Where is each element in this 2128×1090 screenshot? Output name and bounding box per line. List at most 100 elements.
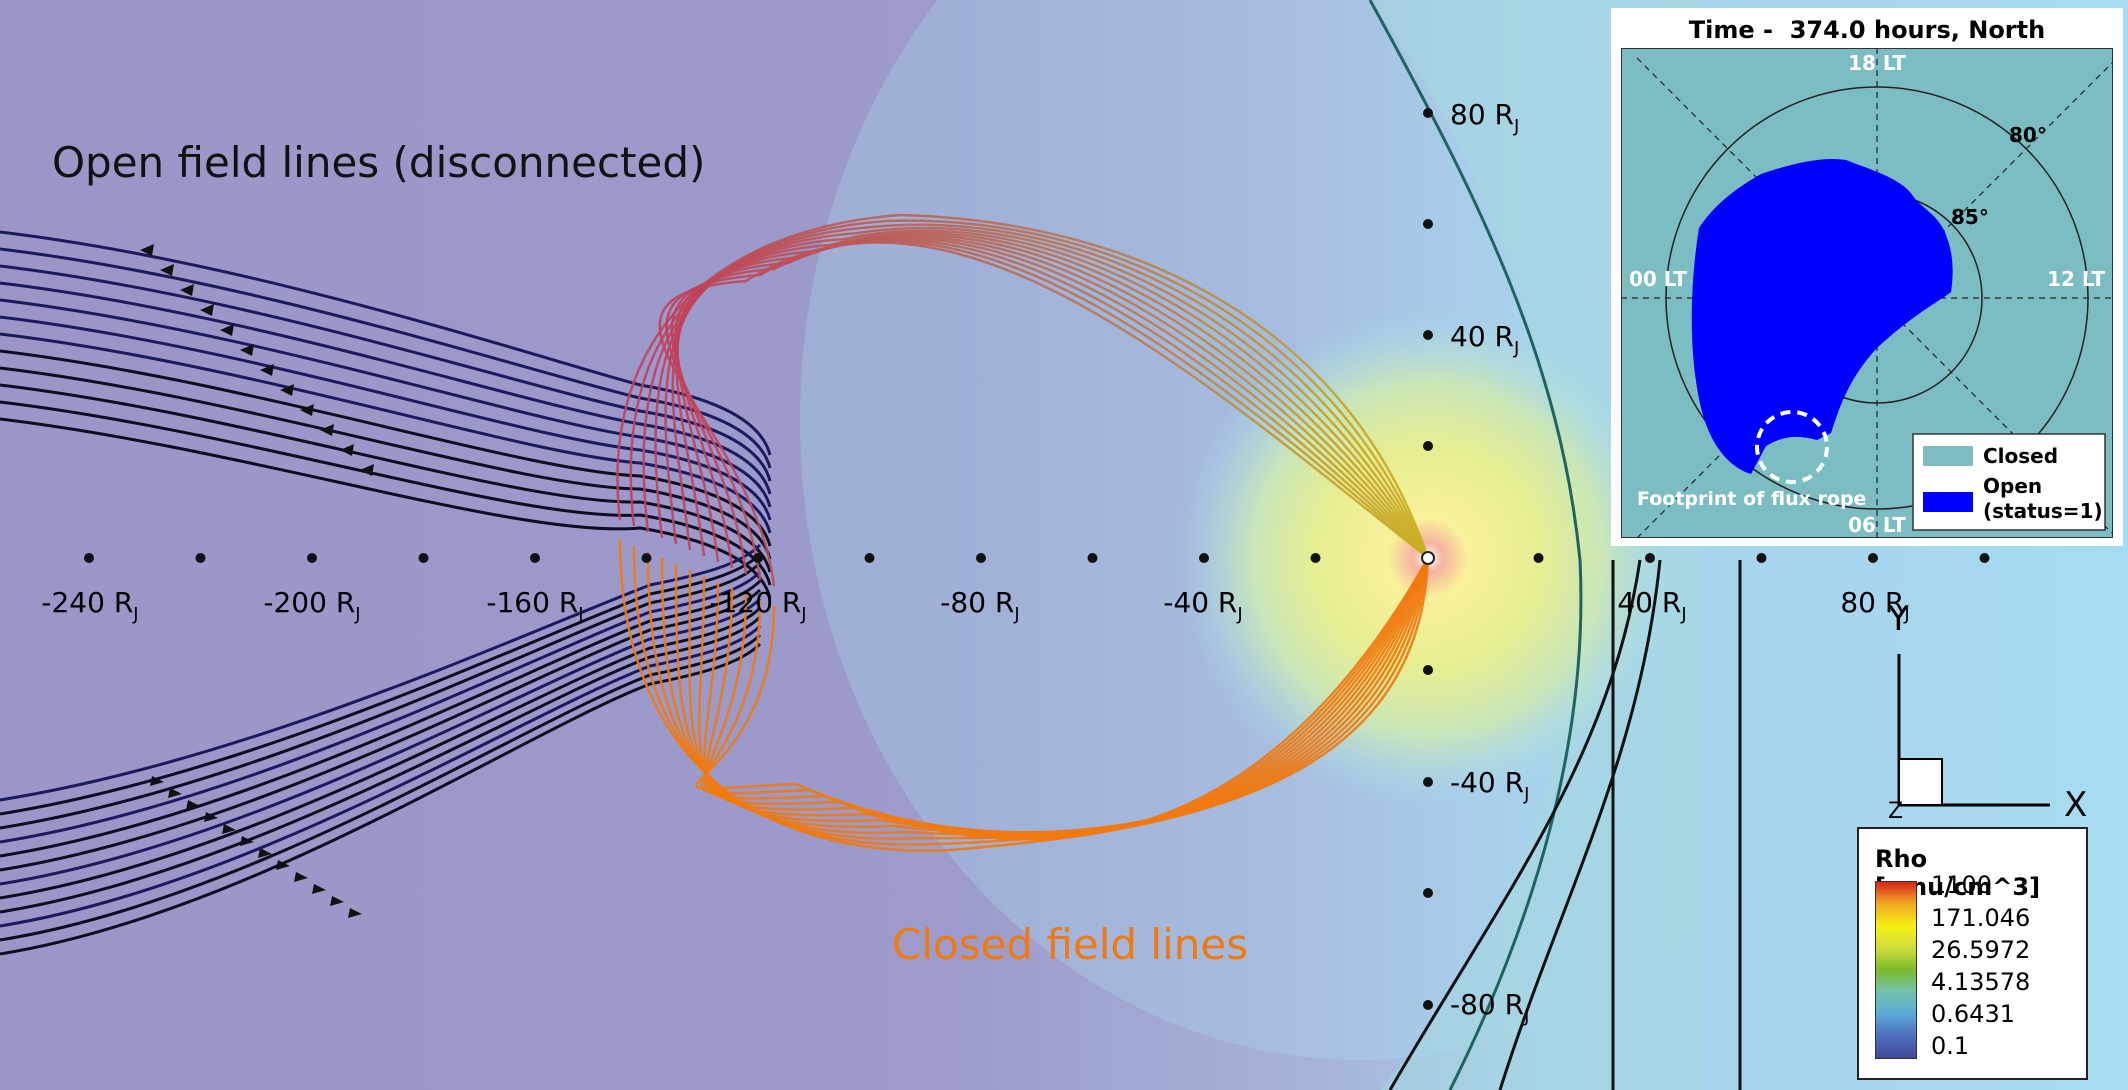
flux-rope-footprint-circle: [1755, 410, 1829, 484]
x-axis-dot: [1533, 553, 1544, 563]
closed-field-line-upper: [671, 231, 1430, 559]
open-field-line-lower: [0, 633, 762, 942]
x-axis-dot: [1756, 553, 1767, 563]
colorbar-gradient: [1875, 881, 1917, 1059]
axis-subscript: J: [132, 604, 138, 625]
open-field-line-lower: [0, 561, 762, 830]
closed-field-line-upper: [629, 219, 1430, 559]
lat-label-80: 80°: [2009, 123, 2047, 147]
open-field-line-lower: [0, 552, 762, 816]
field-direction-arrow: [160, 264, 174, 276]
inset-title: Time - 374.0 hours, North: [1688, 16, 2046, 44]
axis-subscript: J: [1523, 784, 1529, 805]
solar-wind-field-line: [1498, 559, 1662, 1090]
coordinate-triad: Y X Z: [1887, 599, 2087, 825]
lt-label-right: 12 LT: [2047, 267, 2105, 291]
open-field-line-upper: [0, 230, 772, 456]
closed-field-line-upper: [664, 229, 1430, 559]
y-axis-dot: [1423, 665, 1433, 675]
field-direction-arrow: [312, 884, 326, 894]
solar-wind-lines: [1368, 0, 1742, 1090]
y-axis-dot: [1423, 777, 1433, 787]
x-axis-dot: [84, 553, 94, 563]
closed-field-line-lower: [660, 557, 1430, 836]
y-axis-dot: [1423, 219, 1433, 229]
polar-plot: 18 LT 00 LT 12 LT 06 LT 80° 85° Footprin…: [1621, 48, 2113, 538]
axis-subscript: J: [354, 604, 360, 625]
axis-subscript: J: [1236, 604, 1242, 625]
open-field-line-upper: [0, 417, 772, 599]
open-field-line-lower: [0, 597, 762, 886]
x-axis-label: -240 RJ: [41, 586, 138, 625]
inset-legend: Closed Open (status=1): [1912, 433, 2106, 531]
open-field-line-upper: [0, 366, 772, 560]
axis-subscript: J: [1680, 604, 1686, 625]
open-field-line-lower: [0, 588, 762, 872]
x-axis-dot: [418, 553, 429, 563]
triad-x-label: X: [2064, 785, 2087, 825]
colorbar-title: Rho [amu/cm^3]: [1875, 845, 2041, 901]
y-axis-label: 80 RJ: [1450, 98, 1519, 137]
axis-subscript: J: [1513, 116, 1519, 137]
colorbar-tick: 4.13578: [1931, 968, 2031, 996]
field-direction-arrow: [330, 896, 344, 906]
x-axis-dot: [530, 553, 540, 563]
y-axis-label: -40 RJ: [1450, 766, 1529, 805]
x-axis-label: 40 RJ: [1617, 586, 1686, 625]
field-direction-arrow: [186, 800, 200, 810]
x-axis-dot: [195, 553, 206, 563]
field-direction-arrow: [222, 824, 236, 834]
axis-subscript: J: [1013, 604, 1019, 625]
open-field-line-lower: [0, 606, 762, 900]
open-field-line-lower: [0, 579, 762, 858]
y-axis-dot: [1423, 888, 1433, 898]
open-region: [1691, 158, 1953, 474]
lt-label-bottom: 06 LT: [1848, 513, 1906, 537]
x-axis-label: -200 RJ: [263, 586, 360, 625]
x-axis-dot: [864, 553, 875, 563]
closed-field-line-upper: [616, 213, 1430, 559]
x-axis-label: -80 RJ: [940, 586, 1019, 625]
y-axis-dot: [1423, 441, 1433, 451]
field-direction-arrow: [204, 812, 218, 822]
legend-label-open: Open: [1983, 474, 2042, 498]
closed-field-line-lower: [632, 545, 1430, 846]
field-direction-arrow: [168, 788, 182, 798]
closed-field-line-upper: [642, 223, 1430, 559]
axis-subscript: J: [577, 604, 583, 625]
y-axis-label: -80 RJ: [1450, 988, 1529, 1027]
field-direction-arrow: [260, 364, 274, 376]
colorbar-tick: 171.046: [1931, 904, 2031, 932]
y-axis-dot: [1423, 1000, 1433, 1010]
field-direction-arrow: [360, 464, 374, 476]
triad-z-label: Z: [1888, 799, 1903, 824]
field-direction-arrow: [220, 324, 234, 336]
field-direction-arrow: [140, 244, 154, 256]
x-axis-dot: [1087, 553, 1098, 563]
axis-subscript: J: [1903, 604, 1909, 625]
x-axis-dot: [1868, 553, 1878, 563]
axis-labels: -240 RJ-200 RJ-160 RJ-120 RJ-80 RJ-40 RJ…: [41, 98, 1909, 1027]
open-field-line-upper: [0, 247, 772, 469]
x-axis-dot: [1645, 553, 1655, 563]
closed-field-line-lower: [618, 539, 1430, 852]
density-colorbar: Rho [amu/cm^3] 1100 171.046 26.5972 4.13…: [1857, 827, 2088, 1080]
solar-wind-field-line: [1388, 559, 1642, 1090]
x-axis-dot: [1199, 553, 1209, 563]
legend-swatch-open: [1923, 492, 1973, 512]
x-axis-label: -160 RJ: [486, 586, 583, 625]
closed-field-line-lower: [646, 551, 1430, 840]
closed-field-line-upper: [654, 226, 1430, 559]
open-field-line-upper: [0, 298, 772, 508]
axis-subscript: J: [1523, 1006, 1529, 1027]
lt-label-left: 00 LT: [1629, 267, 1687, 291]
lt-label-top: 18 LT: [1848, 51, 1906, 75]
x-axis-label: 80 RJ: [1840, 586, 1909, 625]
field-direction-arrow: [180, 284, 194, 296]
legend-swatch-closed: [1923, 446, 1973, 466]
closed-field-lines: [616, 213, 1430, 852]
open-field-line-lower: [0, 570, 762, 844]
x-axis-label: -40 RJ: [1163, 586, 1242, 625]
open-field-lines: [0, 230, 772, 956]
